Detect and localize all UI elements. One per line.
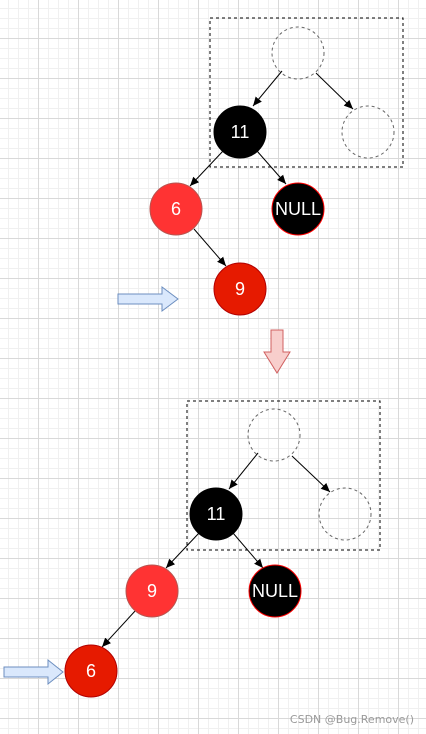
node-null-after-label: NULL [252,581,298,601]
pointer-arrow-before-icon [117,286,179,312]
subtree-box-after [186,400,381,551]
node-null-after: NULL [248,564,302,618]
edge-parent-to-sibling-after [291,455,331,493]
node-11-after-circle [189,487,243,541]
empty-parent-node-after [247,408,301,462]
node-11-before-circle [213,105,267,159]
edge-11-to-null-before [256,150,287,185]
watermark: CSDN @Bug.Remove() [289,713,414,726]
edge-parent-to-11-after [228,452,259,490]
node-null-before-circle [271,182,325,236]
edge-parent-to-11-before [252,70,283,107]
node-null-after-circle [248,564,302,618]
edge-11-to-9-after [165,532,200,569]
node-9-after: 9 [125,564,179,618]
empty-sibling-node-after [318,487,372,541]
node-6-after: 6 [64,644,118,698]
node-6-before-circle [149,182,203,236]
node-11-before-label: 11 [231,122,250,142]
subtree-box-before [209,17,404,168]
pointer-arrow-after-icon [3,658,64,686]
node-9-before-label: 9 [235,279,245,299]
empty-parent-node-before [271,26,325,80]
edge-parent-to-sibling-before [315,72,354,110]
node-11-after-label: 11 [207,504,226,524]
node-6-after-label: 6 [86,661,96,681]
empty-sibling-node-before [341,105,395,159]
node-9-after-circle [125,564,179,618]
node-11-after: 11 [189,487,243,541]
node-6-before-label: 6 [171,199,181,219]
node-9-before: 9 [213,262,267,316]
edge-6-to-9-before [193,228,227,267]
edge-9-to-6-after [101,609,137,648]
node-9-before-circle [213,262,267,316]
node-6-before: 6 [149,182,203,236]
node-6-after-circle [64,644,118,698]
node-null-before: NULL [271,182,325,236]
node-11-before: 11 [213,105,267,159]
node-null-before-label: NULL [275,199,321,219]
node-9-after-label: 9 [147,581,157,601]
transition-arrow-down-icon [263,329,291,374]
edge-11-to-6-before [189,150,224,187]
edge-11-to-null-after [232,532,264,569]
